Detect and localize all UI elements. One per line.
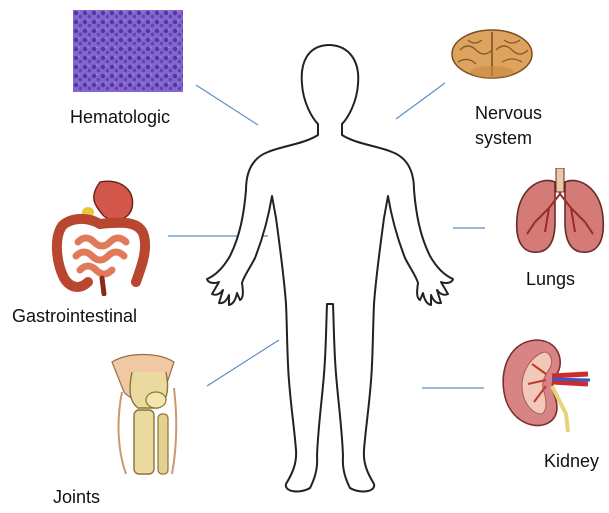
lungs-image xyxy=(511,168,609,258)
label-joints: Joints xyxy=(53,486,100,508)
label-nervous-line2: system xyxy=(475,127,542,149)
label-nervous-system: Nervous system xyxy=(475,102,542,149)
label-gastrointestinal: Gastrointestinal xyxy=(12,305,137,327)
lungs-icon xyxy=(511,168,609,258)
blood-smear-micrograph-icon xyxy=(73,10,183,92)
hematologic-image xyxy=(73,10,183,92)
digestive-tract-icon xyxy=(40,178,164,296)
gastrointestinal-image xyxy=(40,178,164,296)
label-nervous-line1: Nervous xyxy=(475,102,542,124)
label-hematologic: Hematologic xyxy=(70,106,170,128)
knee-joint-icon xyxy=(108,352,188,476)
joints-image xyxy=(108,352,188,476)
brain-icon xyxy=(446,20,538,82)
label-kidney: Kidney xyxy=(544,450,599,472)
kidney-image xyxy=(496,334,596,434)
brain-image xyxy=(446,20,538,82)
kidney-icon xyxy=(496,334,596,434)
label-lungs: Lungs xyxy=(526,268,575,290)
